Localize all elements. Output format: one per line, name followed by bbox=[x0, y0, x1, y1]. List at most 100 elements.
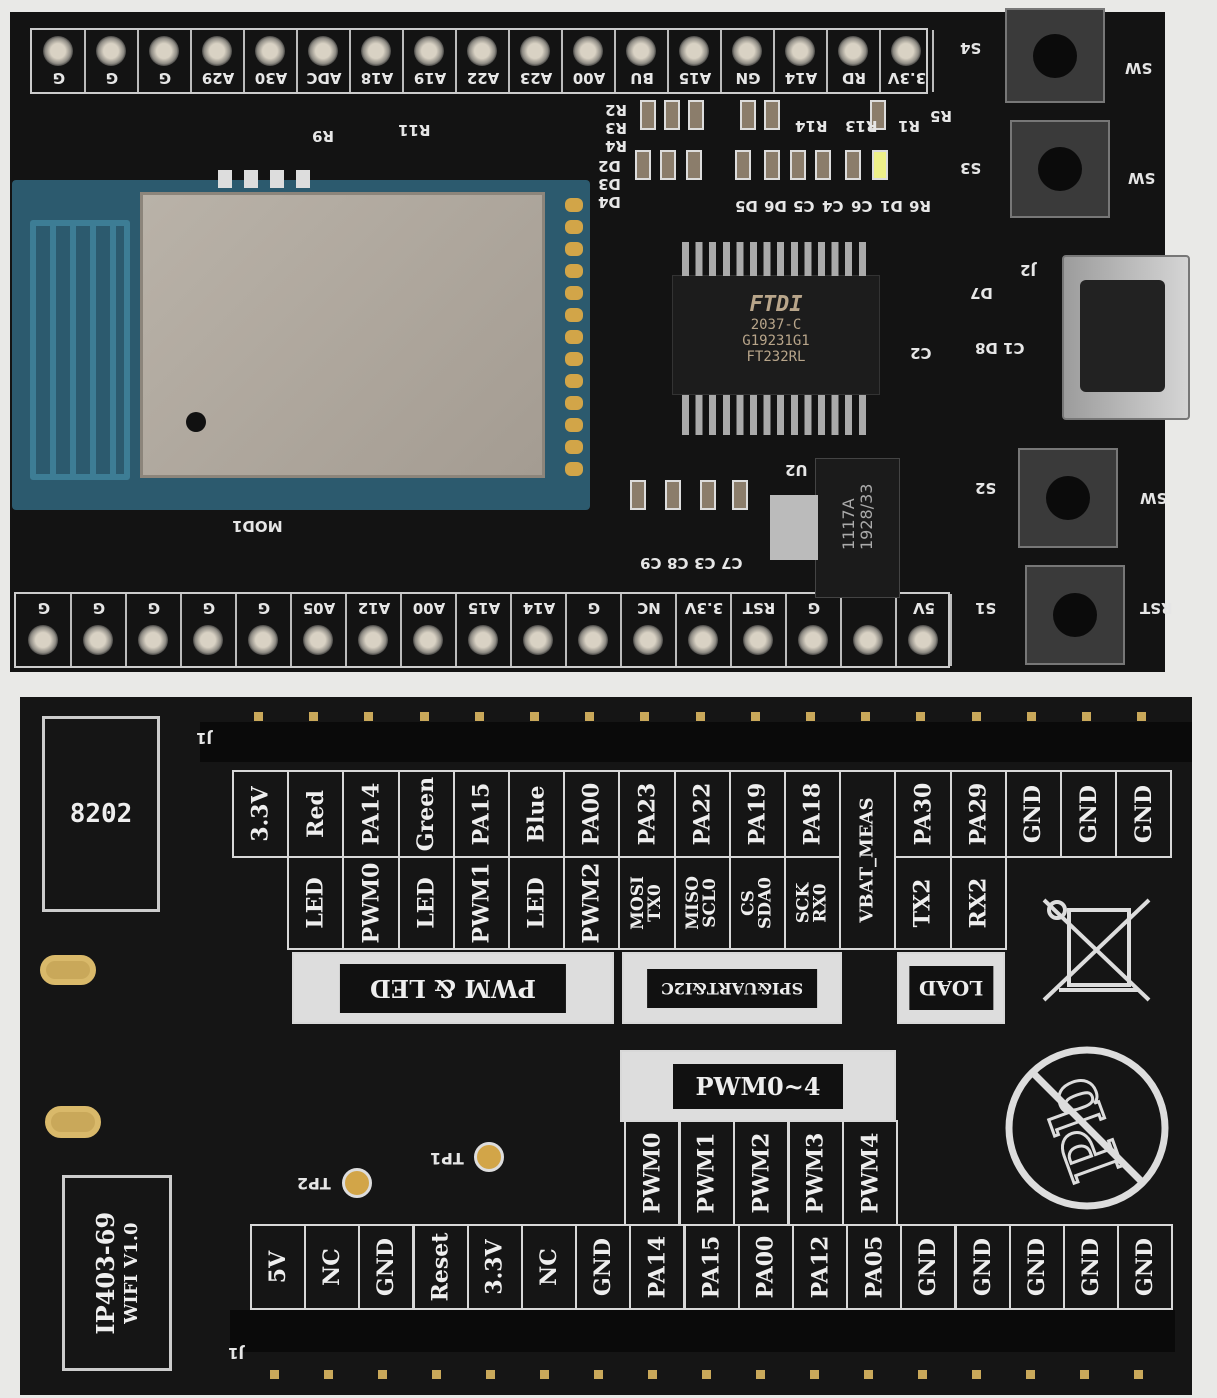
header-pin[interactable] bbox=[419, 712, 429, 721]
header-pin[interactable] bbox=[972, 1370, 981, 1379]
header-pin-pad[interactable] bbox=[908, 625, 938, 655]
header-pin-pad[interactable] bbox=[28, 625, 58, 655]
button-s1[interactable] bbox=[1025, 565, 1125, 665]
function-label: PWM2 bbox=[578, 862, 605, 944]
header-pin[interactable] bbox=[750, 712, 760, 721]
header-pin[interactable] bbox=[861, 712, 871, 721]
button-s4[interactable] bbox=[1005, 8, 1105, 103]
chip-line: G19231G1 bbox=[742, 333, 810, 349]
header-pin-pad[interactable] bbox=[202, 36, 232, 66]
header-pin-pad[interactable] bbox=[679, 36, 709, 66]
header-cell-divider bbox=[950, 594, 952, 666]
header-pin[interactable] bbox=[1082, 712, 1091, 721]
date-code: 8202 bbox=[69, 799, 133, 829]
header-pin[interactable] bbox=[702, 1370, 711, 1379]
header-pin-pad[interactable] bbox=[523, 625, 553, 655]
header-pin-pad[interactable] bbox=[83, 625, 113, 655]
header-pin[interactable] bbox=[309, 712, 319, 721]
header-pin[interactable] bbox=[864, 1370, 873, 1379]
header-pin[interactable] bbox=[918, 1370, 927, 1379]
header-pin[interactable] bbox=[594, 1370, 603, 1379]
header-pin-label: G bbox=[37, 599, 51, 617]
header-pin[interactable] bbox=[916, 712, 926, 721]
header-pin-pad[interactable] bbox=[303, 625, 333, 655]
header-pin[interactable] bbox=[971, 712, 981, 721]
function-label-cell: MISO SCL0 bbox=[673, 856, 731, 950]
header-pin[interactable] bbox=[1137, 712, 1147, 721]
pin-label: VBAT_MEAS bbox=[856, 797, 878, 923]
header-pin-pad[interactable] bbox=[573, 36, 603, 66]
pin-label: Blue bbox=[523, 785, 550, 843]
pin-label-cell: PA00 bbox=[737, 1224, 794, 1310]
header-pin[interactable] bbox=[486, 1370, 495, 1379]
header-pin[interactable] bbox=[364, 712, 374, 721]
header-pin-pad[interactable] bbox=[248, 625, 278, 655]
header-pin-pad[interactable] bbox=[43, 36, 73, 66]
header-pin-pad[interactable] bbox=[891, 36, 921, 66]
header-pin-pad[interactable] bbox=[633, 625, 663, 655]
header-pin-pad[interactable] bbox=[688, 625, 718, 655]
module-castellated-pad bbox=[565, 440, 583, 454]
header-pin-pad[interactable] bbox=[138, 625, 168, 655]
header-pin[interactable] bbox=[378, 1370, 387, 1379]
button-s3[interactable] bbox=[1010, 120, 1110, 218]
header-pin-pad[interactable] bbox=[520, 36, 550, 66]
function-label-cell: SCK RX0 bbox=[784, 856, 842, 950]
header-pin[interactable] bbox=[432, 1370, 441, 1379]
header-pin-pad[interactable] bbox=[798, 625, 828, 655]
header-pin-pad[interactable] bbox=[732, 36, 762, 66]
header-pin-pad[interactable] bbox=[308, 36, 338, 66]
header-pin-pad[interactable] bbox=[358, 625, 388, 655]
header-pin-pad[interactable] bbox=[785, 36, 815, 66]
module-castellated-pad bbox=[565, 396, 583, 410]
component-label: C2 bbox=[910, 344, 932, 362]
header-pin-pad[interactable] bbox=[467, 36, 497, 66]
header-pin-pad[interactable] bbox=[96, 36, 126, 66]
header-pin-pad[interactable] bbox=[838, 36, 868, 66]
header-pin[interactable] bbox=[640, 712, 650, 721]
header-pin[interactable] bbox=[530, 712, 539, 721]
pin-label-cell: 3.3V bbox=[232, 770, 290, 858]
header-pin[interactable] bbox=[756, 1370, 765, 1379]
header-pin-pad[interactable] bbox=[853, 625, 883, 655]
module-castellated-pad bbox=[565, 374, 583, 388]
header-cell-divider bbox=[125, 594, 127, 666]
header-pin[interactable] bbox=[806, 712, 815, 721]
header-pin[interactable] bbox=[648, 1370, 657, 1379]
pin-label: 3.3V bbox=[247, 786, 274, 842]
header-pin[interactable] bbox=[254, 712, 263, 721]
header-pin-pad[interactable] bbox=[626, 36, 656, 66]
header-pin[interactable] bbox=[1026, 712, 1036, 721]
header-pin[interactable] bbox=[1080, 1370, 1089, 1379]
header-pin-pad[interactable] bbox=[468, 625, 498, 655]
header-pin-pad[interactable] bbox=[578, 625, 608, 655]
component-label: RST bbox=[1140, 599, 1173, 617]
header-pin-pad[interactable] bbox=[361, 36, 391, 66]
header-pin[interactable] bbox=[810, 1370, 819, 1379]
header-pin[interactable] bbox=[695, 712, 705, 721]
pin-label-cell: Red bbox=[287, 770, 345, 858]
component-label: MOD1 bbox=[232, 517, 283, 535]
header-pin-pad[interactable] bbox=[255, 36, 285, 66]
component-label: R4 bbox=[605, 137, 627, 155]
pin-label-cell: PA29 bbox=[949, 770, 1007, 858]
smd-component bbox=[630, 480, 646, 510]
header-pin-pad[interactable] bbox=[193, 625, 223, 655]
header-pin-pad[interactable] bbox=[413, 625, 443, 655]
header-pin[interactable] bbox=[540, 1370, 549, 1379]
header-pin-pad[interactable] bbox=[414, 36, 444, 66]
header-pin[interactable] bbox=[585, 712, 595, 721]
button-s2[interactable] bbox=[1018, 448, 1118, 548]
chip-brand: FTDI bbox=[749, 292, 803, 317]
component-label: R14 bbox=[795, 117, 828, 135]
header-pin[interactable] bbox=[270, 1370, 279, 1379]
header-pin[interactable] bbox=[1134, 1370, 1143, 1379]
header-pin-label: A05 bbox=[302, 599, 336, 617]
pin-label: NC bbox=[536, 1248, 562, 1286]
header-pin-pad[interactable] bbox=[149, 36, 179, 66]
header-pin-pad[interactable] bbox=[743, 625, 773, 655]
module-castellated-pad bbox=[565, 418, 583, 432]
header-pin[interactable] bbox=[474, 712, 484, 721]
header-pin[interactable] bbox=[1026, 1370, 1035, 1379]
header-pin[interactable] bbox=[324, 1370, 333, 1379]
